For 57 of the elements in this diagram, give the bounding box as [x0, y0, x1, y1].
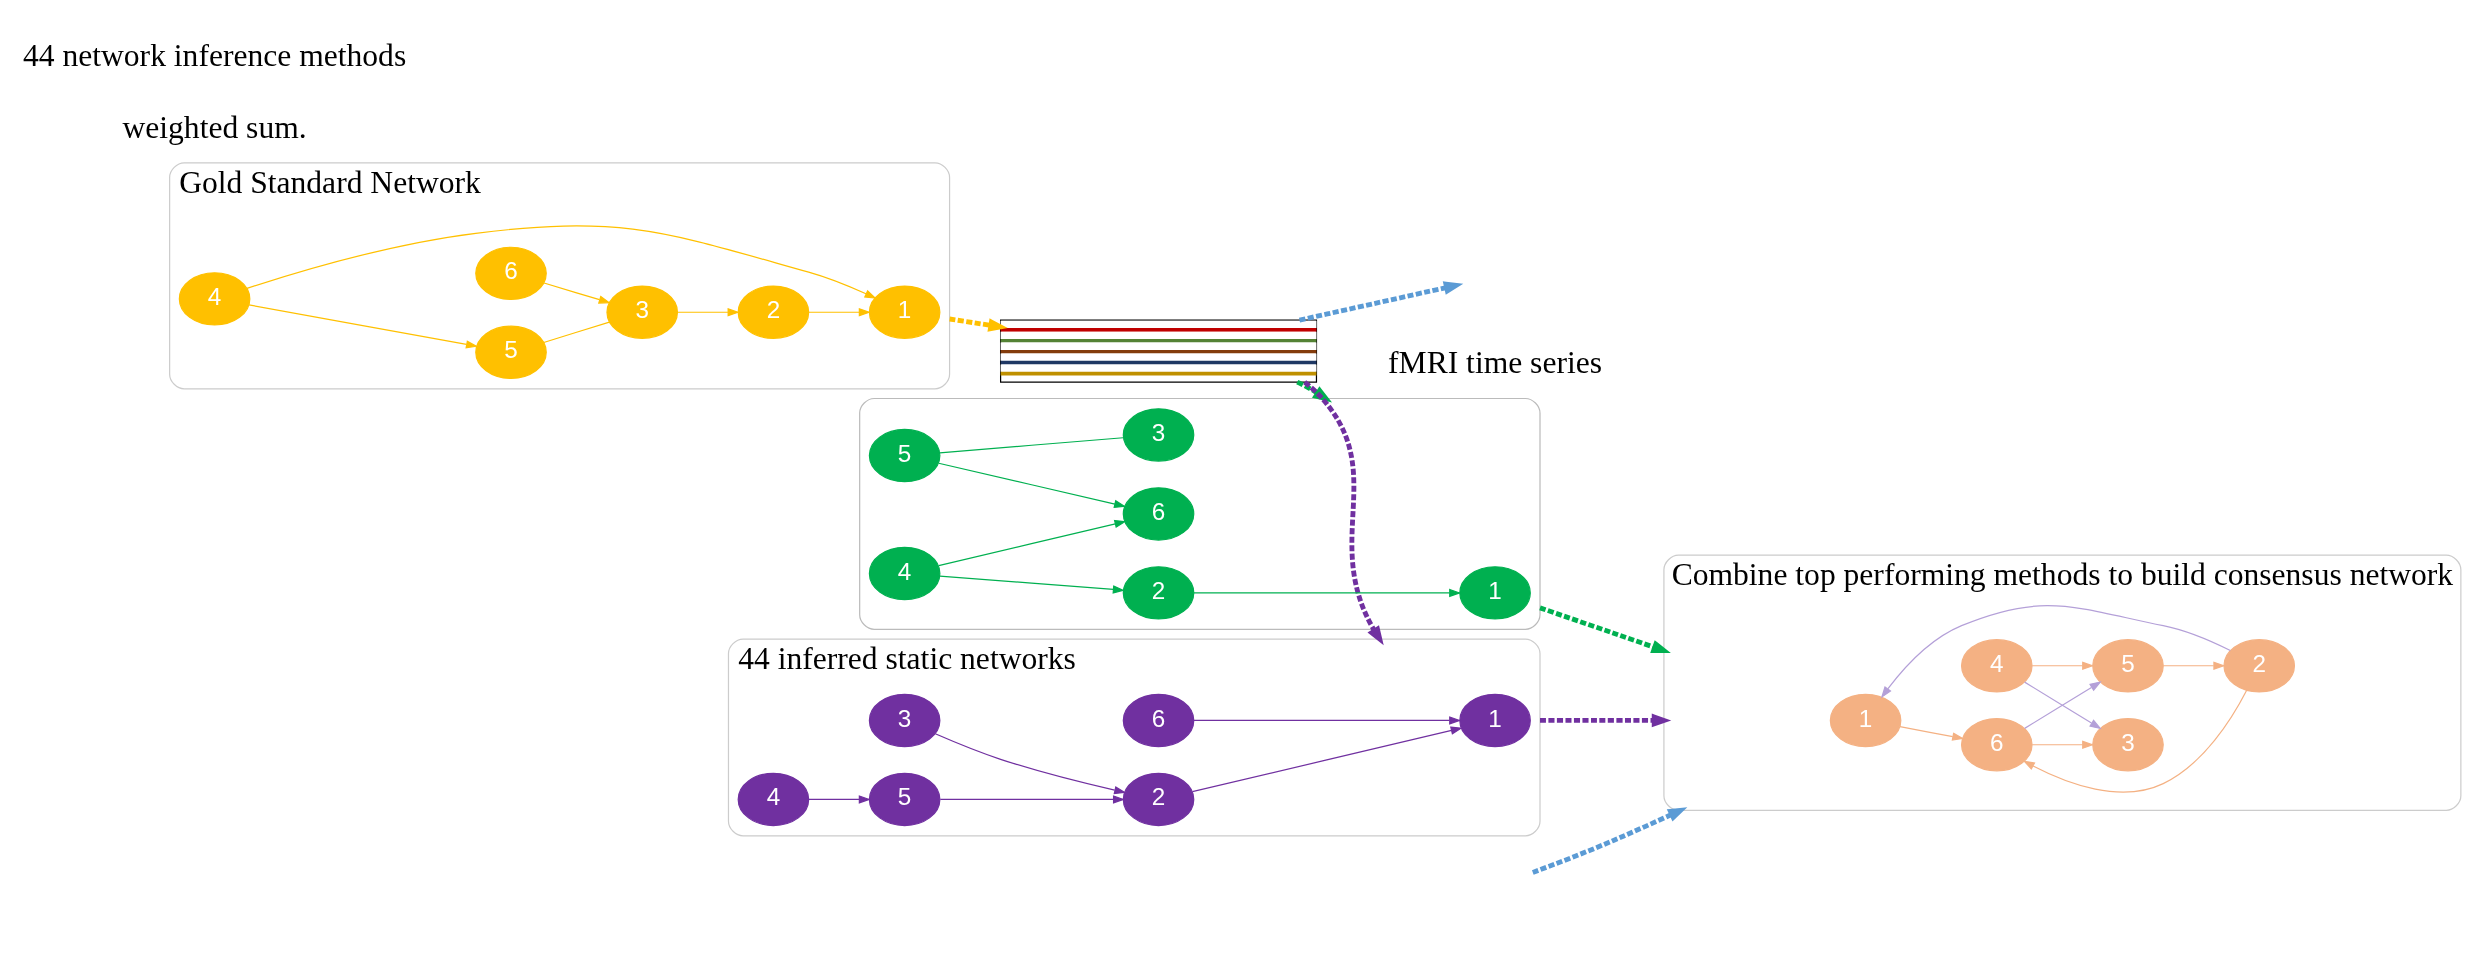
arrow: [1539, 605, 1671, 654]
arrow: [949, 316, 1008, 332]
arrow: [1303, 380, 1384, 646]
arrow: [248, 304, 479, 349]
node-ellipse: 4: [1960, 639, 2033, 693]
arrow: [543, 282, 611, 304]
arrow: [1899, 726, 1965, 741]
arrow: [677, 308, 740, 317]
arrow: [1191, 726, 1463, 793]
node-ellipse: 3: [606, 285, 679, 339]
arrow: [939, 575, 1125, 594]
node-ellipse: 2: [1122, 566, 1195, 620]
arrow: [2162, 661, 2226, 671]
label: weighted sum.: [122, 109, 307, 145]
arrow: [938, 519, 1127, 567]
connector: [543, 321, 610, 344]
arrow: [1298, 281, 1464, 323]
node-label: fMRI time series: [1388, 345, 1603, 381]
node-ellipse: 6: [1122, 487, 1195, 541]
arrow: [808, 795, 871, 804]
node-ellipse: 6: [475, 246, 547, 301]
node-ellipse: 6: [1960, 718, 2033, 772]
arrow: [2022, 689, 2248, 793]
node-ellipse: 1: [1459, 566, 1531, 620]
cluster: [859, 397, 1541, 630]
node-ellipse: 5: [868, 772, 941, 827]
node-ellipse: 2: [1122, 772, 1195, 827]
node-ellipse: 5: [2092, 639, 2164, 693]
arrow: [1880, 605, 2231, 699]
connector: [939, 437, 1124, 454]
node-ellipse: 2: [2223, 639, 2296, 693]
node-ellipse: 2: [737, 285, 810, 339]
arrow: [1296, 379, 1333, 403]
node-ellipse: 3: [868, 693, 941, 748]
node-ellipse: 3: [2092, 718, 2164, 772]
node-ellipse: 4: [868, 546, 941, 601]
node-ellipse: 4: [178, 272, 251, 326]
arrow: [2031, 740, 2095, 749]
arrow: [1193, 588, 1462, 598]
node-ellipse: 1: [1459, 693, 1531, 748]
arrow: [246, 225, 877, 299]
node-ellipse: 1: [1829, 693, 1902, 748]
label: 44 network inference methods: [22, 37, 407, 73]
node-ellipse: 6: [1122, 693, 1195, 748]
node-ellipse: 5: [475, 325, 547, 380]
arrow: [1540, 713, 1672, 728]
node-ellipse: 1: [868, 285, 941, 339]
arrow: [934, 733, 1127, 795]
arrow: [1193, 716, 1462, 725]
arrow: [939, 795, 1126, 804]
node-ellipse: 4: [737, 772, 810, 827]
arrow: [1531, 807, 1688, 875]
node-ellipse: 5: [868, 428, 941, 483]
arrow: [2031, 661, 2095, 671]
arrow: [808, 308, 871, 317]
node-ellipse: 3: [1122, 408, 1195, 462]
arrow: [938, 462, 1127, 509]
